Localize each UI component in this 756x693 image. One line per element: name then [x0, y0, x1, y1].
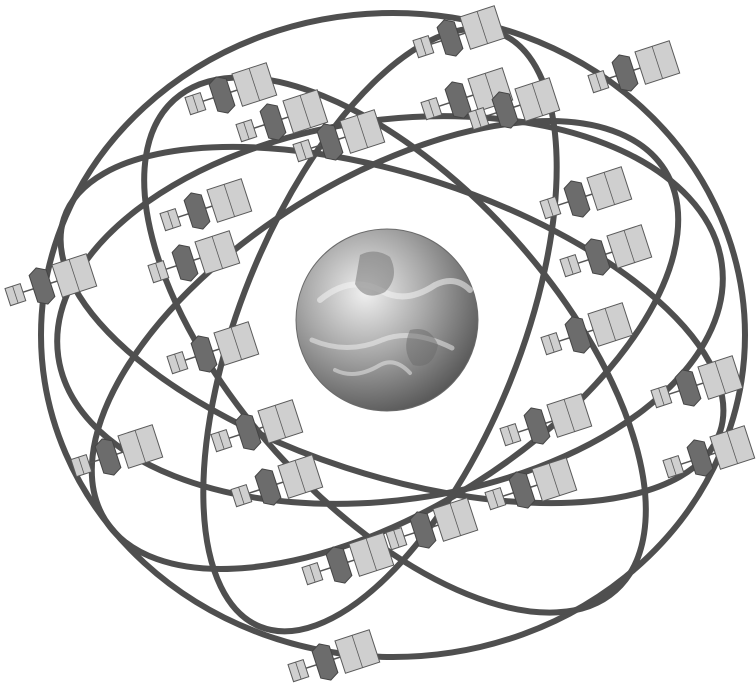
satellite-body	[183, 190, 212, 232]
satellite-body	[523, 405, 552, 447]
satellite-body	[563, 178, 592, 220]
satellite-body	[171, 242, 200, 284]
satellite-body	[28, 265, 57, 307]
satellite-body	[674, 367, 703, 409]
satellite-icon	[164, 320, 259, 383]
satellite-icon	[285, 628, 380, 691]
satellite-icon	[68, 423, 163, 486]
satellite-icon	[208, 398, 303, 461]
satellite-icon	[648, 354, 743, 417]
satellite-icon	[497, 392, 592, 455]
satellite-icon	[482, 456, 577, 519]
satellite-body	[583, 236, 612, 278]
satellite-icon	[228, 453, 323, 516]
earth	[296, 229, 478, 411]
satellite-icon	[557, 223, 652, 286]
